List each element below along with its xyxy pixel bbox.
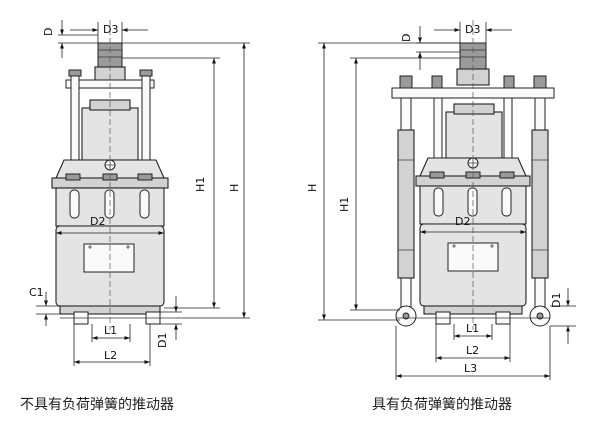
label-right-d2: D2 — [455, 215, 470, 228]
caption-left: 不具有负荷弹簧的推动器 — [20, 397, 174, 413]
caption-right: 具有负荷弹簧的推动器 — [372, 397, 512, 413]
label-left-h: H — [228, 184, 241, 192]
label-left-h1: H1 — [194, 177, 207, 192]
label-right-h: H — [306, 184, 319, 192]
right-actuator — [391, 20, 555, 330]
right-dimensions — [318, 22, 576, 380]
label-right-d1: D1 — [550, 293, 563, 308]
left-dimensions — [36, 20, 250, 366]
label-left-d2: D2 — [90, 215, 105, 228]
label-left-l2: L2 — [104, 349, 117, 362]
left-actuator — [51, 20, 176, 330]
label-left-d3: D3 — [103, 23, 118, 36]
label-right-d: D — [400, 34, 413, 42]
label-right-d3: D3 — [465, 23, 480, 36]
label-right-h1: H1 — [338, 197, 351, 212]
label-right-l2: L2 — [466, 344, 479, 357]
label-left-l1: L1 — [104, 324, 117, 337]
label-left-d1: D1 — [156, 333, 169, 348]
label-left-d: D — [42, 28, 55, 36]
label-left-c1: C1 — [29, 286, 44, 299]
label-right-l3: L3 — [464, 362, 477, 375]
label-right-l1: L1 — [466, 322, 479, 335]
